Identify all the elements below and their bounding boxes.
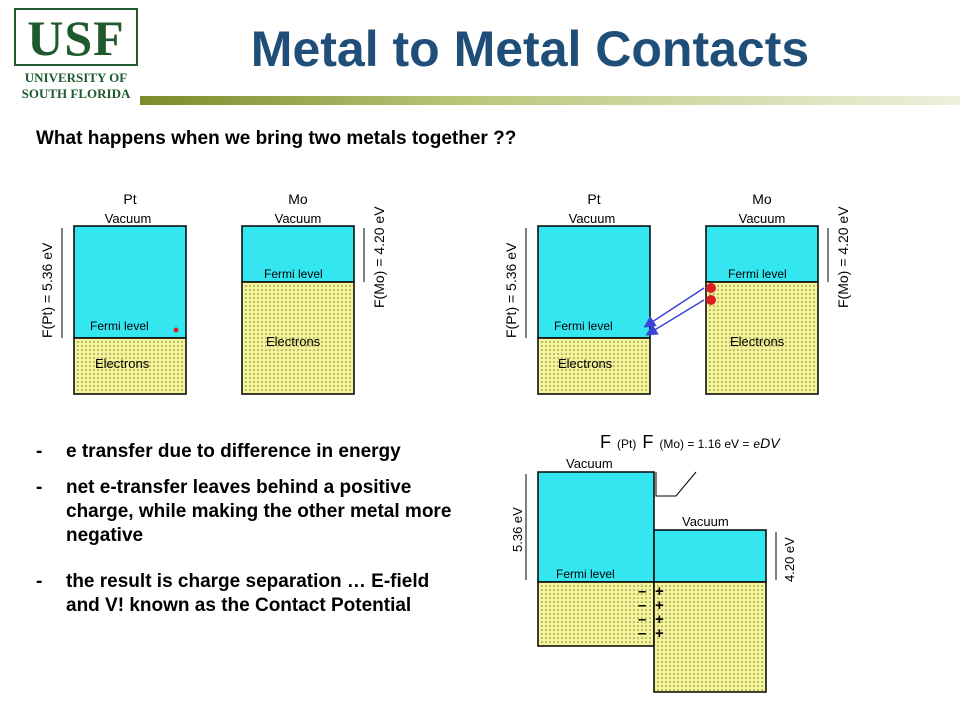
plus-sign: + [655,611,664,628]
plus-sign: + [655,625,664,642]
label-delta-phi: F(Pt)F(Mo) = 1.16 eV =eDV [600,432,781,452]
label-phi-mo: F(Mo) = 4.20 eV [835,206,851,308]
label-electrons: Electrons [266,334,321,349]
label-pt: Pt [587,191,600,207]
pt-metal-box [537,225,651,339]
electron-dot [706,283,716,293]
diagram-electron-transfer: Pt Vacuum Fermi level Electrons F(Pt) = … [503,191,851,395]
label-electrons: Electrons [730,334,785,349]
electron-dot [706,295,716,305]
usf-logo-letters: USF [14,8,138,66]
minus-sign: – [638,625,646,642]
plus-sign: + [655,597,664,614]
pt-electrons-box [73,337,187,395]
usf-logo-line2: SOUTH FLORIDA [21,86,131,101]
plus-sign: + [655,583,664,600]
bullet-dash: - [36,571,43,592]
label-fermi-level: Fermi level [90,319,149,333]
title-rule [140,96,960,105]
label-vacuum: Vacuum [566,456,613,471]
pt-metal-box [537,471,655,583]
label-phi-mo: F(Mo) = 4.20 eV [371,206,387,308]
label-vacuum: Vacuum [275,211,322,226]
electron-dot [173,327,179,333]
diagram-separate-metals: Pt Vacuum Fermi level Electrons F(Pt) = … [39,191,387,395]
label-vacuum: Vacuum [569,211,616,226]
label-electrons: Electrons [95,356,150,371]
label-fermi-level: Fermi level [264,267,323,281]
label-fermi-level: Fermi level [554,319,613,333]
usf-logo: USF UNIVERSITY OF SOUTH FLORIDA [14,8,138,101]
label-fermi-level: Fermi level [556,567,615,581]
mo-electrons-box [241,281,355,395]
usf-logo-line1: UNIVERSITY OF [24,70,128,85]
label-phi-pt: F(Pt) = 5.36 eV [39,242,55,338]
transfer-arrow [643,287,705,328]
minus-sign: – [638,597,646,614]
label-phi-mo-short: 4.20 eV [782,537,797,582]
pt-metal-box [73,225,187,339]
bullet-text: net e-transfer leaves behind a positive … [66,477,452,546]
transfer-arrow [645,299,705,336]
slide-title: Metal to Metal Contacts [250,21,810,77]
pt-electrons-box [537,581,655,647]
bullet-text: e transfer due to difference in energy [66,441,401,462]
minus-sign: – [638,611,646,628]
mo-electrons-box [653,581,767,693]
interface-charges: – + – + – + – + [638,583,664,642]
bullet-dash: - [36,477,43,498]
slide-subtitle: What happens when we bring two metals to… [36,128,517,149]
label-phi-pt-short: 5.36 eV [510,507,525,552]
label-fermi-level: Fermi level [728,267,787,281]
label-vacuum: Vacuum [105,211,152,226]
label-pt: Pt [123,191,136,207]
diagram-contact-potential: F(Pt)F(Mo) = 1.16 eV =eDV Vacuum Fermi l… [510,432,797,693]
label-mo: Mo [752,191,772,207]
mo-metal-box [241,225,355,283]
label-phi-pt: F(Pt) = 5.36 eV [503,242,519,338]
pt-electrons-box [537,337,651,395]
bullet-dash: - [36,441,43,462]
bullet-text: the result is charge separation … E-fiel… [66,571,430,616]
label-mo: Mo [288,191,308,207]
label-vacuum: Vacuum [682,514,729,529]
mo-metal-box [653,529,767,583]
minus-sign: – [638,583,646,600]
delta-phi-leader [655,471,697,497]
label-vacuum: Vacuum [739,211,786,226]
label-electrons: Electrons [558,356,613,371]
mo-electrons-box [705,281,819,395]
